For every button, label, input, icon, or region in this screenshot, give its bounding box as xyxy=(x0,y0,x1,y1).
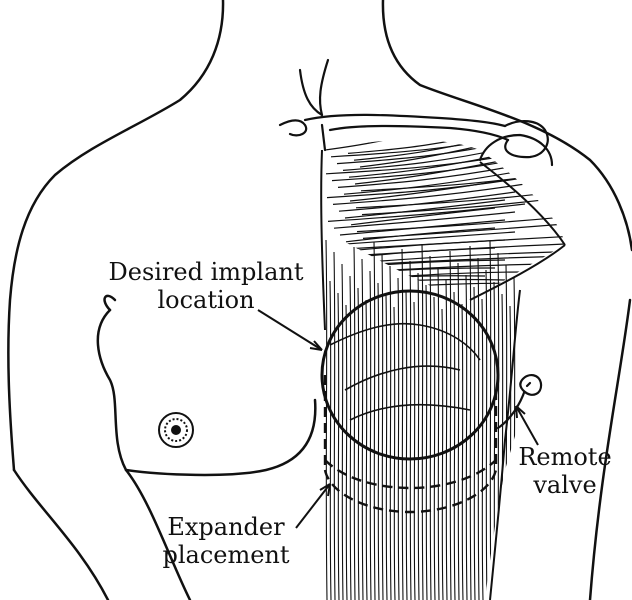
muscle-fiber xyxy=(361,258,364,600)
muscle-fiber xyxy=(421,243,424,600)
remote-valve-label-line2: valve xyxy=(533,471,597,499)
muscle-fiber xyxy=(345,227,496,243)
muscle-fiber xyxy=(326,175,536,199)
muscle-fiber xyxy=(389,265,392,600)
muscle-fiber xyxy=(348,151,516,178)
muscle-fiber xyxy=(333,251,336,600)
muscle-fiber xyxy=(405,289,408,600)
muscle-fiber xyxy=(327,203,526,222)
muscle-fiber xyxy=(501,293,504,600)
muscle-fiber xyxy=(385,294,388,600)
breast-outline xyxy=(96,294,317,477)
muscle-fiber xyxy=(457,262,460,600)
clavicle xyxy=(278,58,554,167)
expander-placement-label: Expander placement xyxy=(146,513,306,569)
muscle-fiber xyxy=(353,246,356,600)
muscle-fiber xyxy=(413,301,416,600)
muscle-fiber xyxy=(465,274,468,600)
muscle-fiber xyxy=(343,171,516,195)
muscle-fiber xyxy=(461,303,464,600)
muscle-fiber xyxy=(433,296,436,600)
muscle-fiber xyxy=(397,277,400,600)
muscle-fiber xyxy=(453,291,456,600)
muscle-fiber xyxy=(513,276,516,600)
muscle-fiber xyxy=(347,139,526,154)
muscle-fiber xyxy=(338,191,516,212)
muscle-fiber xyxy=(345,304,348,600)
muscle-fiber xyxy=(337,163,526,188)
muscle-fiber xyxy=(332,183,526,205)
muscle-fiber xyxy=(441,308,444,600)
muscle-fiber xyxy=(393,306,396,600)
muscle-fiber xyxy=(354,159,506,185)
desired-implant-label-line1: Desired implant xyxy=(108,258,304,286)
muscle-fiber xyxy=(349,179,506,202)
leader-lines xyxy=(257,309,539,529)
muscle-fiber xyxy=(324,139,466,151)
muscle-fiber xyxy=(429,255,432,600)
muscle-fiber xyxy=(335,267,496,277)
muscle-fiber xyxy=(365,299,368,600)
expander-placement-label-line2: placement xyxy=(162,541,290,569)
muscle-fiber xyxy=(337,292,340,600)
muscle-fiber xyxy=(342,143,526,171)
expander-placement-label-line1: Expander xyxy=(167,513,285,541)
remote-valve xyxy=(496,374,543,430)
muscle-fiber xyxy=(339,219,506,236)
muscle-fiber xyxy=(437,267,440,600)
muscle-fiber xyxy=(347,282,565,290)
muscle-fiber xyxy=(481,298,484,600)
muscle-fiber xyxy=(353,139,516,161)
remote-valve-label: Remote valve xyxy=(510,443,620,499)
muscle-fiber xyxy=(473,286,476,600)
muscle-fiber xyxy=(485,269,488,600)
muscle-fiber xyxy=(350,207,496,226)
muscle-fiber xyxy=(425,284,428,600)
muscle-fiber xyxy=(445,279,448,600)
muscle-fiber xyxy=(449,250,452,600)
muscle-fiber xyxy=(356,215,565,233)
desired-implant-label-line2: location xyxy=(157,286,255,314)
nipple xyxy=(158,412,194,448)
desired-implant-circle xyxy=(320,289,500,461)
muscle-fiber xyxy=(325,239,328,600)
expander-outline xyxy=(323,375,498,514)
muscle-fiber xyxy=(377,282,380,600)
muscle-fiber xyxy=(469,245,472,600)
muscle-outline xyxy=(320,149,566,600)
muscle-fiber xyxy=(401,248,404,600)
remote-valve-label-line1: Remote xyxy=(518,443,612,471)
muscle-fiber xyxy=(369,270,372,600)
muscle-fiber xyxy=(373,241,376,600)
muscle-fiber xyxy=(344,199,506,219)
body-outline xyxy=(7,0,632,600)
muscle-fiber xyxy=(330,139,546,158)
muscle-fiber xyxy=(333,211,516,229)
muscle-fiber xyxy=(341,263,344,600)
muscle-fiber xyxy=(334,239,506,253)
muscle-fiber xyxy=(357,287,360,600)
muscle-fiber xyxy=(381,253,384,600)
muscle-fiber xyxy=(489,240,492,600)
chest-wall-muscle xyxy=(325,239,516,600)
muscle-fiber xyxy=(329,280,332,600)
muscle-fiber xyxy=(417,272,420,600)
muscle-fiber xyxy=(477,257,480,600)
desired-implant-label: Desired implant location xyxy=(106,258,306,314)
muscle-fiber xyxy=(409,260,412,600)
